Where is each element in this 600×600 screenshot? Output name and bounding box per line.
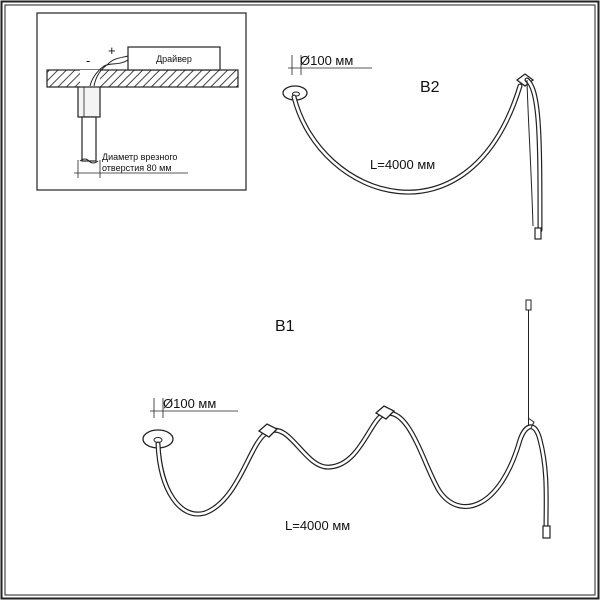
wire-plus [93,55,129,87]
driver-label: Драйвер [156,54,192,64]
hole-label-line1: Диаметр врезного [102,152,177,162]
outer-frame-inner [4,4,596,596]
driver-box [127,46,221,71]
b2-led-tube-inner [292,84,522,194]
b1-clip-2 [374,405,396,420]
hole-label-line2: отверстия 80 мм [102,163,172,173]
variant-b1-name: B1 [275,318,295,335]
b1-wire-hook [527,417,535,429]
b2-wire-down [526,79,534,227]
tube-break [79,158,99,164]
b1-diameter-label: Ø100 мм [163,396,216,411]
b2-drop-tube-inner [525,78,542,232]
b2-led-tube-outer [291,83,523,195]
variant-b2-drawing: B2 Ø100 мм L=4000 мм [282,53,543,240]
minus-sign: - [86,53,90,68]
mounting-detail-inset: Драйвер - + Диаметр врезного отверстия 8… [36,12,247,191]
b2-end-cap [534,227,542,240]
b1-end-cap [542,525,551,539]
b1-wire-top-clamp [525,299,532,311]
wire-minus [89,59,129,87]
b2-length-label: L=4000 мм [370,157,435,172]
b1-led-tube-outer [155,410,549,531]
b1-length-label: L=4000 мм [285,518,350,533]
ceiling-slab [46,69,239,88]
cable-tube [81,116,97,162]
variant-b2-name: B2 [420,79,440,96]
b2-drop-tube-outer [524,77,543,233]
plus-sign: + [108,43,116,58]
b2-diameter-label: Ø100 мм [300,53,353,68]
b1-clip-1 [257,423,279,438]
variant-b1-drawing: B1 Ø100 мм L=4000 мм [142,299,551,539]
inset-frame [36,12,247,191]
b1-led-tube-inner [156,411,548,530]
base-cup [77,86,101,118]
